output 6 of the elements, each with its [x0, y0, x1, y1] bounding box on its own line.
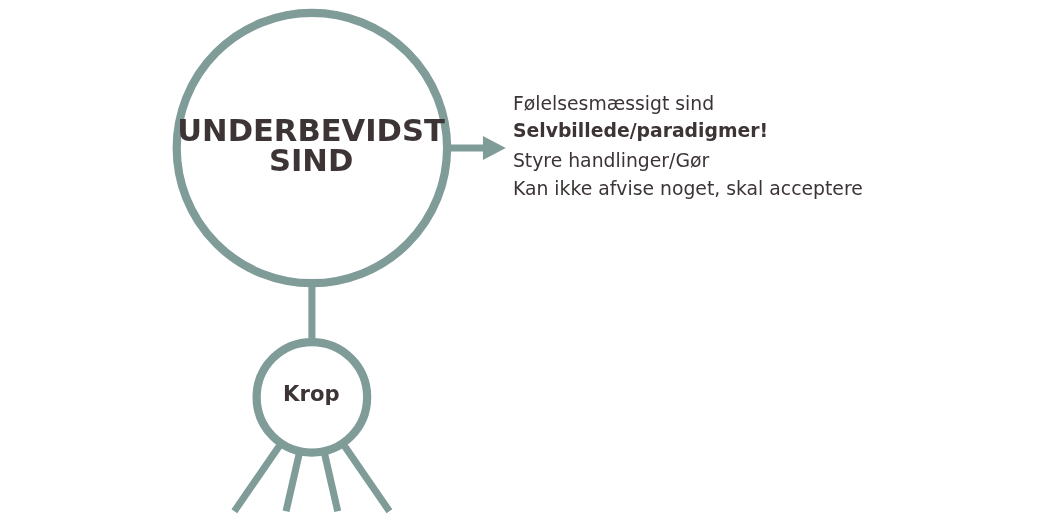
- connector: [230, 441, 284, 514]
- connector: [307, 283, 315, 342]
- connector: [339, 441, 392, 514]
- node-circle: Krop: [252, 337, 371, 457]
- node-text: Følelsesmæssigt sind Selvbillede/paradigmer! Styre handlinger/Gør Kan ikke afvise noget, skal acceptere: [512, 93, 863, 199]
- arrow: [446, 136, 506, 161]
